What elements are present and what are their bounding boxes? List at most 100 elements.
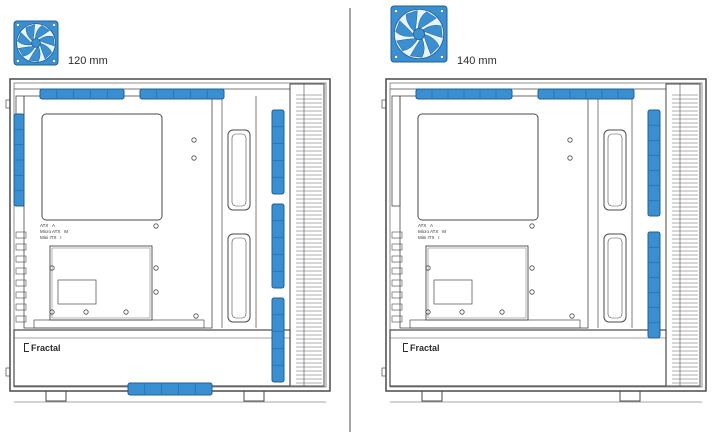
fan-blade	[395, 20, 416, 37]
grommet-lower	[603, 233, 627, 323]
fan-blade	[34, 25, 51, 41]
form-factor-labels-right: ATX A Micro ATX M Mini ITX I	[418, 223, 446, 240]
fan-blade	[406, 10, 418, 33]
fan-body	[647, 109, 661, 217]
standoff-hole	[153, 223, 159, 229]
expansion-slot	[15, 291, 27, 299]
fan-front-2	[271, 203, 285, 289]
expansion-slot	[15, 255, 27, 263]
fan-top-2	[139, 88, 225, 100]
fan-screw-hole	[52, 59, 56, 63]
standoff-hole	[191, 155, 197, 161]
case-foot-front	[421, 390, 443, 402]
fan-screw-hole	[52, 23, 56, 27]
fan-top-1	[39, 88, 125, 100]
fan-body	[127, 382, 213, 396]
standoff-hole	[567, 137, 573, 143]
rear-knob	[5, 99, 11, 109]
small-board-inner	[427, 247, 527, 319]
fan-blade	[409, 36, 425, 58]
standoff-hole	[153, 289, 159, 295]
fan-body	[271, 203, 285, 289]
fan-blade	[39, 42, 53, 60]
standoff-hole	[569, 313, 575, 319]
fan-blade	[17, 32, 34, 46]
standoff-hole	[153, 265, 159, 271]
case-foot-rear	[243, 390, 265, 402]
psu-shroud	[389, 329, 667, 387]
case-inner-outline	[389, 82, 703, 388]
expansion-slot	[15, 303, 27, 311]
rear-knob	[381, 367, 387, 377]
rear-io-bracket	[391, 95, 401, 207]
grommet-lower-inner	[231, 237, 247, 319]
standoff-hole	[529, 265, 535, 271]
front-panel	[289, 83, 325, 387]
grommet-upper	[227, 129, 251, 211]
case-right-140mm	[381, 78, 707, 403]
expansion-slot	[15, 315, 27, 323]
fan-icon-120mm	[13, 20, 59, 66]
case-brand-logo-left: Fractal	[24, 343, 61, 353]
expansion-slot	[15, 279, 27, 287]
fan-blade	[421, 24, 443, 38]
grommet-lower	[227, 233, 251, 323]
fan-body	[271, 297, 285, 383]
expansion-slot	[391, 279, 403, 287]
psu-shroud	[13, 329, 291, 387]
fan-front-3	[271, 297, 285, 383]
fan-bottom-1	[127, 382, 213, 396]
fan-screw-hole	[394, 55, 398, 59]
board-cutout	[57, 279, 97, 305]
small-board-outline	[49, 245, 153, 321]
fan-screw-hole	[440, 9, 444, 13]
standoff-hole	[529, 289, 535, 295]
standoff-hole	[459, 309, 465, 315]
grommet-upper-inner	[231, 133, 247, 207]
expansion-slot	[391, 243, 403, 251]
grommet-lower-inner	[607, 237, 623, 319]
grommet-upper	[603, 129, 627, 211]
fan-blade	[417, 11, 437, 31]
fan-body	[647, 231, 661, 339]
legend-label-120mm: 120 mm	[68, 55, 108, 67]
case-left-120mm	[5, 78, 331, 403]
expansion-slot	[391, 255, 403, 263]
expansion-slot	[391, 231, 403, 239]
fan-body	[139, 88, 225, 100]
fan-blade	[17, 46, 36, 57]
front-panel	[665, 83, 701, 387]
standoff-hole	[123, 309, 129, 315]
case-foot-rear	[619, 390, 641, 402]
small-board-inner	[51, 247, 151, 319]
expansion-slot	[391, 303, 403, 311]
fan-body	[39, 88, 125, 100]
fan-blade	[25, 24, 35, 42]
standoff-hole	[567, 155, 573, 161]
motherboard-tray	[399, 95, 589, 329]
expansion-slot	[15, 243, 27, 251]
standoff-hole	[191, 137, 197, 143]
standoff-hole	[193, 313, 199, 319]
fan-blade	[396, 38, 419, 52]
fan-front-2	[647, 231, 661, 339]
fan-blade	[423, 33, 440, 55]
expansion-slot	[391, 291, 403, 299]
fan-hub	[412, 27, 425, 40]
drive-cage	[409, 319, 581, 329]
fan-top-1	[415, 88, 513, 100]
cpu-cutout	[41, 113, 163, 221]
legend-label-140mm: 140 mm	[457, 55, 497, 67]
fan-top-2	[537, 88, 635, 100]
expansion-slot	[391, 267, 403, 275]
fan-screw-hole	[440, 55, 444, 59]
form-factor-labels-left: ATX A Micro ATX M Mini ITX I	[40, 223, 68, 240]
fan-body	[271, 109, 285, 195]
fan-icon-140mm	[390, 5, 448, 63]
small-board-outline	[425, 245, 529, 321]
rear-knob	[381, 99, 387, 109]
drive-cage	[33, 319, 205, 329]
case-brand-logo-right: Fractal	[403, 343, 440, 353]
